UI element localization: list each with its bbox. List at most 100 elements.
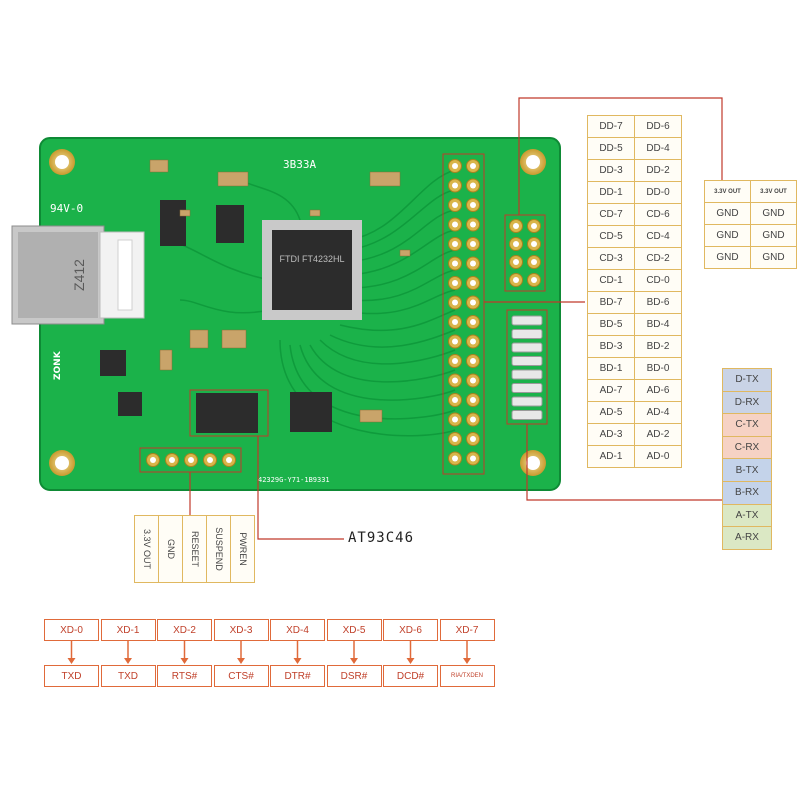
pin-cell: CD-1 — [587, 269, 635, 292]
power-cell: GND — [750, 224, 797, 247]
uart-cell: B-RX — [722, 481, 772, 505]
uart-cell: C-TX — [722, 413, 772, 437]
small-ics — [100, 200, 332, 433]
power-pin-hole — [531, 259, 537, 265]
xd-arrow-head — [180, 658, 189, 664]
header-pin-hole — [470, 377, 476, 384]
header-pins — [448, 159, 480, 466]
bottom-header-label: PWREN — [230, 515, 255, 583]
pin-cell: AD-7 — [587, 379, 635, 402]
power-pin-hole — [513, 259, 519, 265]
power-cell: 3.3V OUT — [750, 180, 797, 203]
uart-cell: B-TX — [722, 458, 772, 482]
passives — [149, 159, 411, 423]
uart-jumper-pin — [511, 342, 543, 353]
main-pin-header — [442, 153, 485, 475]
header-pin-hole — [452, 241, 458, 247]
xd-source-cell: XD-2 — [157, 619, 212, 641]
bottom-header-label-text: GND — [165, 539, 176, 559]
header-pin-hole — [470, 358, 476, 364]
uart-pins — [511, 315, 543, 420]
pin-cell: AD-5 — [587, 401, 635, 424]
pin-cell: BD-5 — [587, 313, 635, 336]
bottom-header-label-text: 3.3V OUT — [141, 528, 152, 570]
header-pin-hole — [470, 163, 476, 169]
pin-cell: BD-2 — [634, 335, 682, 358]
pin-cell: CD-2 — [634, 247, 682, 270]
xd-arrow-head — [293, 658, 302, 664]
xd-target-cell: TXD — [44, 665, 99, 687]
header-pin-hole — [452, 358, 458, 364]
bottom-header-label: GND — [158, 515, 183, 583]
uart-cell: D-RX — [722, 390, 772, 415]
eeprom-highlight — [189, 389, 269, 437]
pin-cell: DD-1 — [587, 181, 635, 204]
xd-target-cell: DSR# — [326, 665, 382, 687]
bottom-header-label: RESEET — [182, 515, 207, 583]
bottom-header-label-text: RESEET — [189, 530, 200, 568]
header-pin-hole — [452, 163, 458, 169]
bottom-pin-hole — [226, 457, 232, 463]
header-pin-hole — [452, 319, 458, 325]
header-pin-hole — [452, 455, 458, 462]
power-cell: GND — [704, 202, 751, 225]
bottom-header-label-text: PWREN — [237, 532, 248, 566]
uart-jumper-pin — [511, 329, 543, 339]
xd-arrows — [67, 641, 471, 664]
header-pin-hole — [470, 338, 476, 345]
ft4232-chip: FTDI FT4232HL — [262, 220, 362, 320]
pin-cell: DD-4 — [634, 137, 682, 160]
pin-cell: DD-0 — [634, 181, 682, 204]
bottom-header-label: 3.3V OUT — [134, 515, 159, 583]
header-pin-hole — [470, 319, 476, 325]
bottom-pin-hole — [207, 457, 213, 463]
uart-cell: D-TX — [722, 368, 772, 392]
silk-bottom: 42329G-Y71-1B9331 — [258, 476, 330, 484]
header-pin-hole — [470, 436, 476, 442]
header-pin-hole — [452, 377, 458, 384]
pin-cell: CD-3 — [587, 247, 635, 270]
pin-cell: DD-3 — [587, 159, 635, 182]
xd-target-cell: RIA/TXDEN — [439, 665, 495, 687]
pin-cell: DD-6 — [634, 115, 682, 138]
pin-cell: BD-7 — [587, 291, 635, 314]
header-pin-hole — [452, 436, 458, 442]
header-pin-hole — [470, 221, 476, 228]
xd-arrow-head — [124, 658, 132, 664]
pin-cell: DD-5 — [587, 137, 635, 160]
xd-target-cell: DTR# — [270, 665, 325, 687]
silk-left: 94V-0 — [50, 202, 83, 215]
header-pin-hole — [470, 260, 476, 267]
header-pin-hole — [452, 260, 458, 267]
pin-cell: CD-4 — [634, 225, 682, 248]
xd-arrow-head — [350, 658, 358, 664]
header-pin-hole — [452, 280, 458, 286]
power-cell: GND — [704, 224, 751, 247]
pin-cell: AD-2 — [634, 423, 682, 446]
xd-arrow-head — [463, 658, 471, 664]
uart-jumper-pin — [511, 369, 543, 380]
pin-cell: BD-0 — [634, 357, 682, 380]
power-pin-hole — [531, 241, 537, 247]
uart-cell: C-RX — [722, 435, 772, 460]
header-pin-hole — [470, 455, 476, 462]
pin-cell: DD-2 — [634, 159, 682, 182]
pin-cell: AD-0 — [634, 445, 682, 468]
xd-target-cell: RTS# — [157, 665, 212, 687]
pin-cell: CD-0 — [634, 269, 682, 292]
pin-cell: AD-1 — [587, 445, 635, 468]
eeprom-callout-label: AT93C46 — [348, 530, 415, 546]
header-pin-hole — [470, 280, 476, 286]
pin-cell: BD-3 — [587, 335, 635, 358]
brand-logo: ZONK — [53, 350, 63, 380]
xd-arrow-head — [237, 658, 245, 664]
bottom-header-label: SUSPEND — [206, 515, 231, 583]
bottom-pins — [146, 453, 236, 467]
pin-cell: DD-7 — [587, 115, 635, 138]
power-cell: GND — [750, 246, 797, 269]
header-pin-hole — [470, 299, 476, 306]
pin-cell: AD-3 — [587, 423, 635, 446]
usb-id-text: Z412 — [71, 259, 87, 291]
uart-jumper-pin — [511, 315, 543, 326]
uart-jumper-pin — [511, 356, 543, 366]
